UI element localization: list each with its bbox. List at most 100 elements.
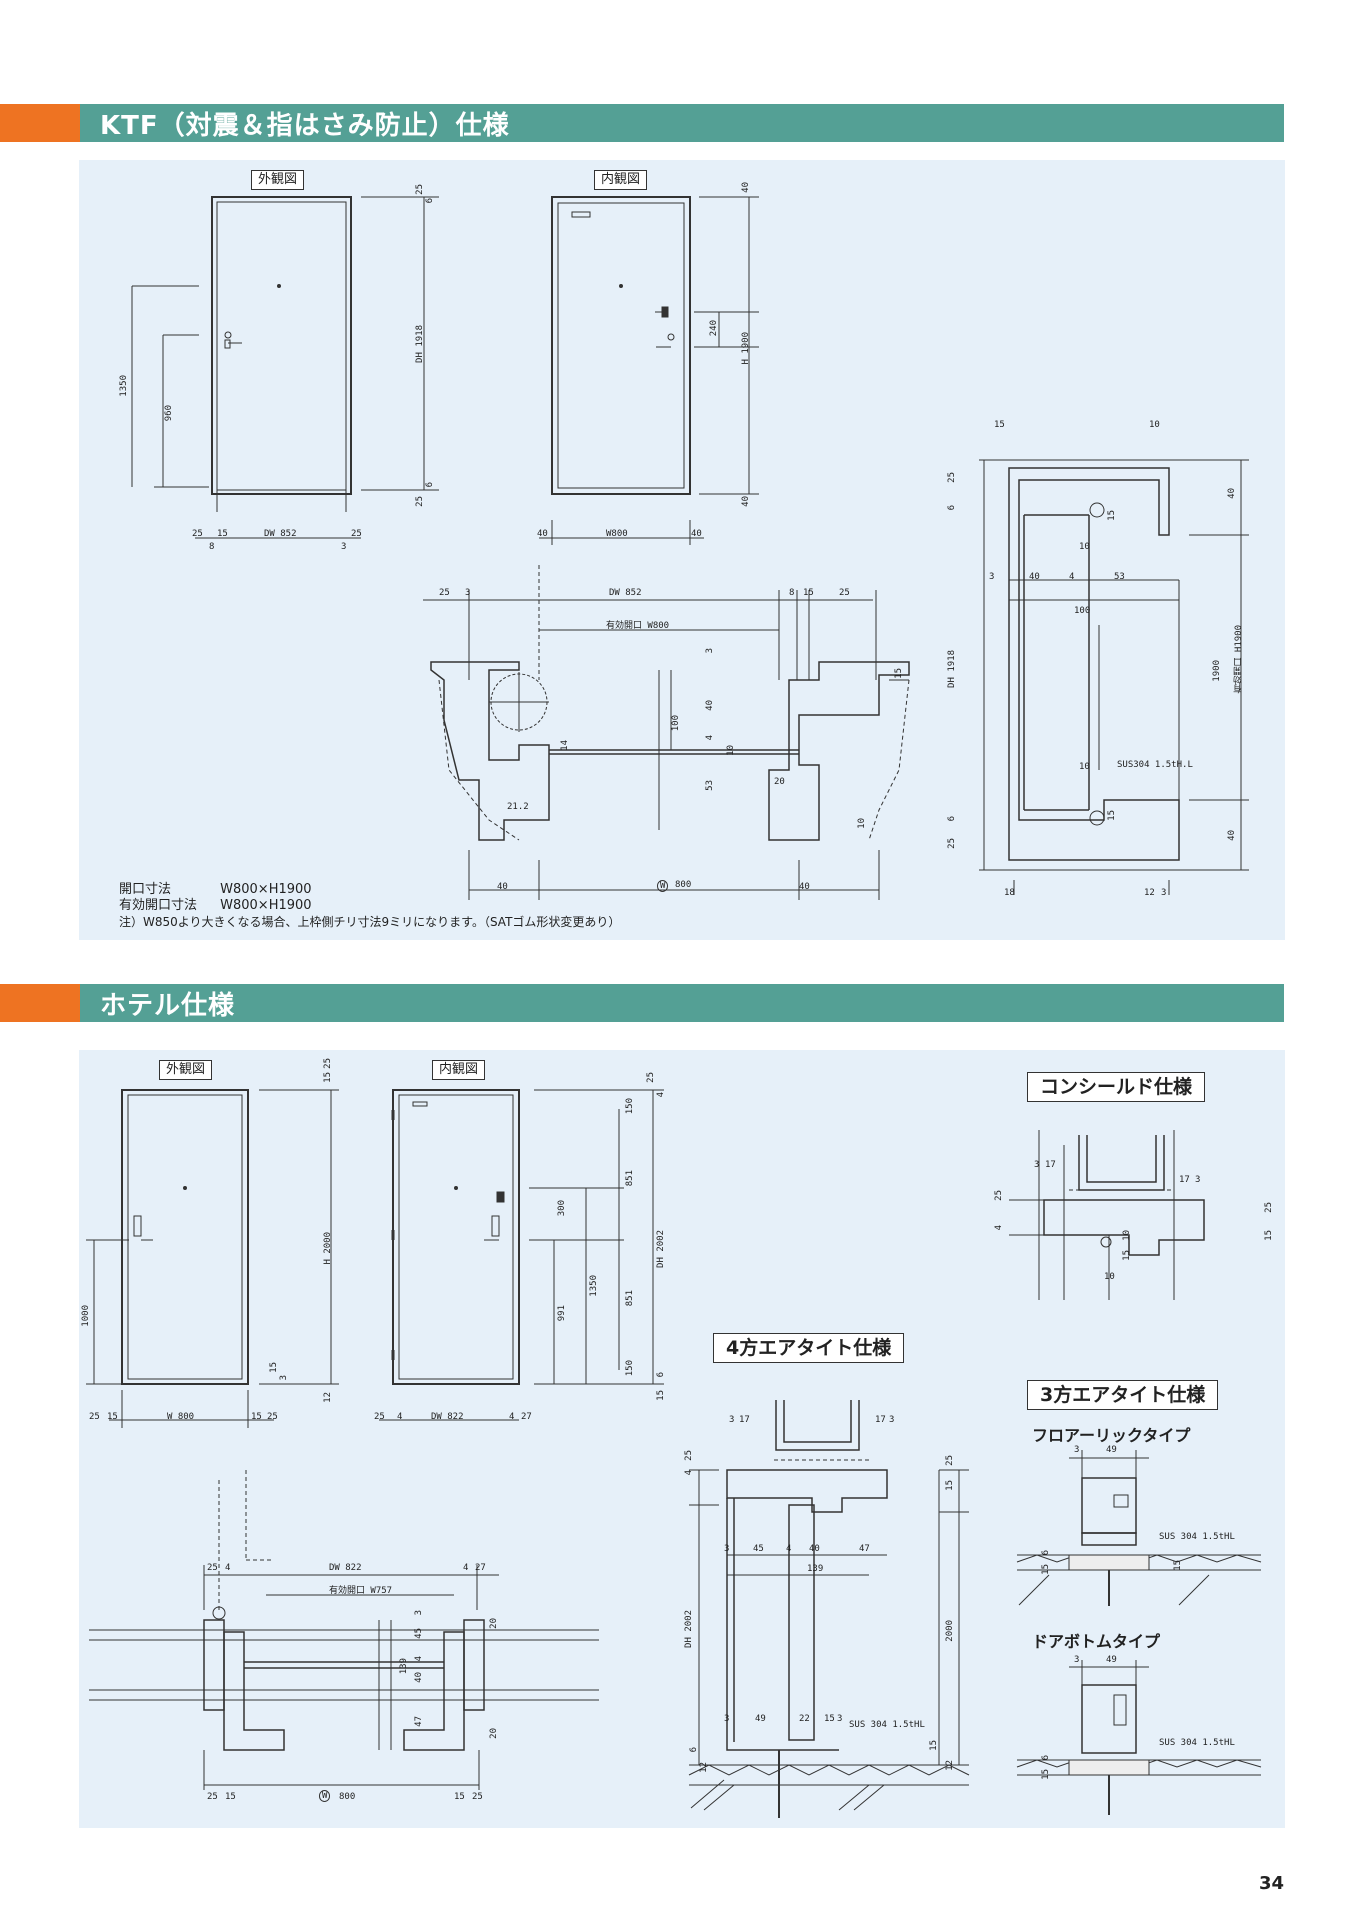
dim-label: 4 [994,1225,1004,1231]
dim-label: 15 [894,668,904,679]
dim-label: 10 [726,745,736,756]
dim-label: 10 [1122,1230,1132,1241]
width-symbol: W [657,880,669,892]
hotel-drawings [86,1089,1262,1818]
dim-label: 3 [1161,888,1167,898]
dim-label: 10 [1104,1272,1115,1282]
header-accent [0,984,80,1022]
ktf-spec-opening: 開口寸法 W800×H1900 [119,882,312,898]
dim-label: 14 [560,740,570,751]
dim-label: 40 [741,496,751,507]
dim-label: 25 [1264,1202,1274,1213]
dim-label: 15 [1041,1769,1051,1780]
dim-label: 17 [875,1415,886,1425]
dim-label: 4 [397,1412,403,1422]
dim-label: 3 [729,1415,735,1425]
dim-label: DW 852 [264,529,297,539]
dim-label: 53 [705,780,715,791]
dim-label: 8 [789,588,795,598]
dim-label: 25 [374,1412,385,1422]
dim-label: 49 [1106,1655,1117,1665]
hotel-drawing-panel: 外観図 内観図 コンシールド仕様 4方エアタイト仕様 3方エアタイト仕様 フロア… [79,1050,1285,1828]
dim-label: 3 [724,1544,730,1554]
ktf-interior-label: 内観図 [594,170,648,190]
dim-label: 25 [323,1058,333,1069]
dim-label: 17 [739,1415,750,1425]
dim-label: 40 [691,529,702,539]
dim-label: 15 [824,1714,835,1724]
dim-label: 6 [947,816,957,822]
dim-label: 25 [439,588,450,598]
dim-label: 12 [945,1760,955,1771]
dim-label: 40 [1029,572,1040,582]
dim-label: 851 [625,1170,635,1187]
dim-label: 40 [741,182,751,193]
dim-label: 800 [339,1792,356,1802]
dim-label: 15 [803,588,814,598]
dim-label: 25 [192,529,203,539]
dim-label: 1000 [81,1305,91,1327]
dim-label: 18 [1004,888,1015,898]
dim-label: 3 [705,648,715,654]
dim-label: 40 [537,529,548,539]
ktf-section-title: KTF（対震＆指はさみ防止）仕様 [80,104,1284,142]
dim-label: SUS 304 1.5tHL [1159,1738,1235,1748]
dim-label: 20 [774,777,785,787]
dim-label: 4 [414,1656,424,1662]
bottom-type-label: ドアボトムタイプ [1032,1632,1161,1651]
ktf-elevation-drawings [131,196,1249,900]
dim-label: 21.2 [507,802,529,812]
dim-label: 10 [1149,420,1160,430]
dim-label: 15 [656,1390,666,1401]
dim-label: 6 [947,505,957,511]
dim-label: 8 [209,542,215,552]
dim-label: 12 [1144,888,1155,898]
dim-label: 1350 [119,375,129,397]
dim-label: 6 [1041,1755,1051,1761]
dim-label: 3 [1074,1655,1080,1665]
spec-label: 有効開口寸法 [119,898,198,913]
dim-label: DW 852 [609,588,642,598]
dim-label: 15 [454,1792,465,1802]
dim-label: 15 [251,1412,262,1422]
dim-label: 4 [1069,572,1075,582]
dim-label: 40 [799,882,810,892]
dim-label: 15 [217,529,228,539]
dim-label: 1900 [1212,660,1222,682]
hotel-section-title: ホテル仕様 [80,984,1284,1022]
dim-label: 25 [415,184,425,195]
dim-label: SUS304 1.5tH.L [1117,760,1193,770]
dim-label: 20 [489,1618,499,1629]
dim-label: 22 [799,1714,810,1724]
dim-label: 25 [947,838,957,849]
dim-label: 150 [625,1360,635,1377]
dim-label: 15 [225,1792,236,1802]
dim-label: DH 1918 [415,325,425,363]
dim-label: 有効開口 W757 [329,1586,393,1596]
dim-label: DH 2002 [684,1610,694,1648]
dim-label: 15 [1173,1560,1183,1571]
dim-label: 25 [684,1450,694,1461]
dim-label: DH 2002 [656,1230,666,1268]
ktf-drawing-panel: 外観図 内観図 [79,160,1285,940]
dim-label: H 1900 [741,332,751,365]
dim-label: 4 [684,1470,694,1476]
hotel-interior-label: 内観図 [432,1060,486,1080]
dim-label: 3 [1034,1160,1040,1170]
dim-label: 4 [656,1092,666,1098]
dim-label: 991 [557,1305,567,1322]
four-airtight-label: 4方エアタイト仕様 [713,1333,905,1363]
spec-value: W800×H1900 [220,898,312,913]
dim-label: 45 [753,1544,764,1554]
dim-label: 25 [945,1455,955,1466]
dim-label: 851 [625,1290,635,1307]
dim-label: 40 [414,1672,424,1683]
dim-label: 40 [1227,488,1237,499]
ktf-spec-effective: 有効開口寸法 W800×H1900 [119,898,312,914]
dim-label: 4 [463,1563,469,1573]
ktf-note: 注）W850より大きくなる場合、上枠側チリ寸法9ミリになります。（SATゴム形状… [119,915,621,929]
dim-label: 25 [351,529,362,539]
dim-label: 17 [1045,1160,1056,1170]
dim-label: 100 [671,715,681,732]
dim-label: 49 [755,1714,766,1724]
